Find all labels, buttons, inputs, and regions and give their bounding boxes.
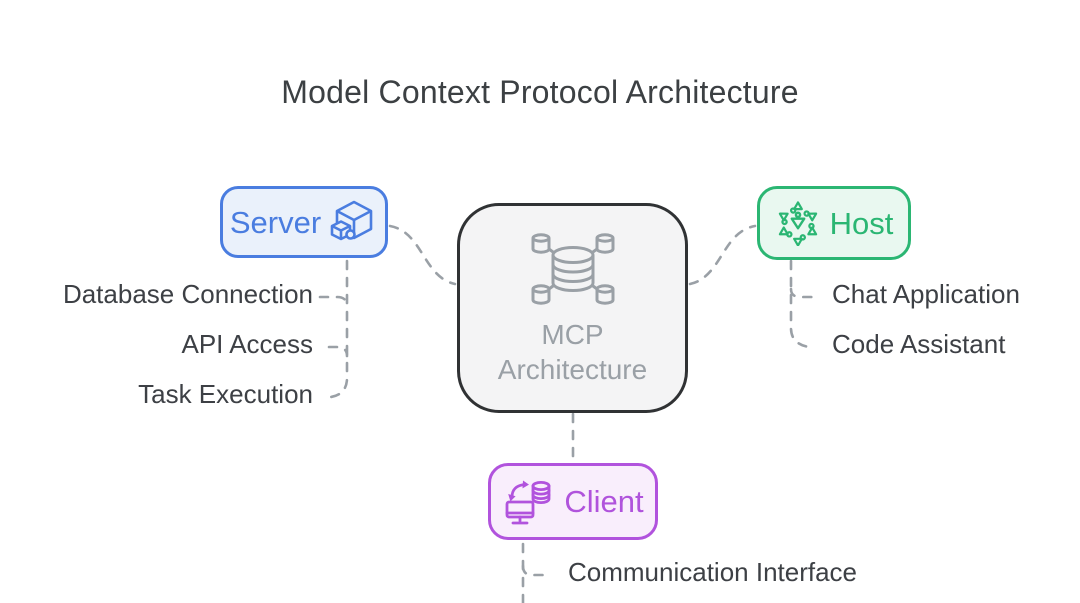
database-network-icon: [527, 229, 619, 309]
client-label: Client: [564, 484, 644, 519]
server-label: Server: [229, 204, 322, 240]
mcp-label-line2: Architecture: [497, 354, 648, 385]
connector-communication-interface: [521, 564, 553, 577]
server-item-api-access: API Access: [181, 329, 314, 359]
node-server: Server: [220, 186, 388, 258]
connector-server-to-center: [388, 224, 457, 286]
client-item-communication-interface: Communication Interface: [568, 557, 858, 587]
connector-host-items-trunk: [789, 259, 811, 349]
node-client: Client: [488, 463, 658, 540]
monitor-database-sync-icon: [502, 476, 554, 528]
server-item-task-execution: Task Execution: [138, 379, 313, 409]
diagram-title: Model Context Protocol Architecture: [281, 74, 799, 110]
network-cluster-icon: [774, 200, 821, 246]
host-item-code-assistant: Code Assistant: [832, 329, 1006, 359]
host-label: Host: [829, 205, 894, 241]
mcp-node-label: MCP Architecture: [498, 317, 647, 387]
connector-center-to-host: [688, 224, 757, 286]
mcp-label-line1: MCP: [541, 319, 604, 350]
node-host: Host: [757, 186, 911, 260]
connector-database-connection: [318, 295, 349, 308]
connector-api-access: [327, 345, 349, 358]
server-item-database-connection: Database Connection: [62, 279, 313, 309]
connector-chat-application: [789, 287, 816, 299]
node-mcp-architecture: MCP Architecture: [457, 203, 688, 413]
connector-server-items-trunk: [329, 259, 349, 399]
package-cube-icon: [330, 198, 378, 246]
host-item-chat-application: Chat Application: [832, 279, 1020, 309]
